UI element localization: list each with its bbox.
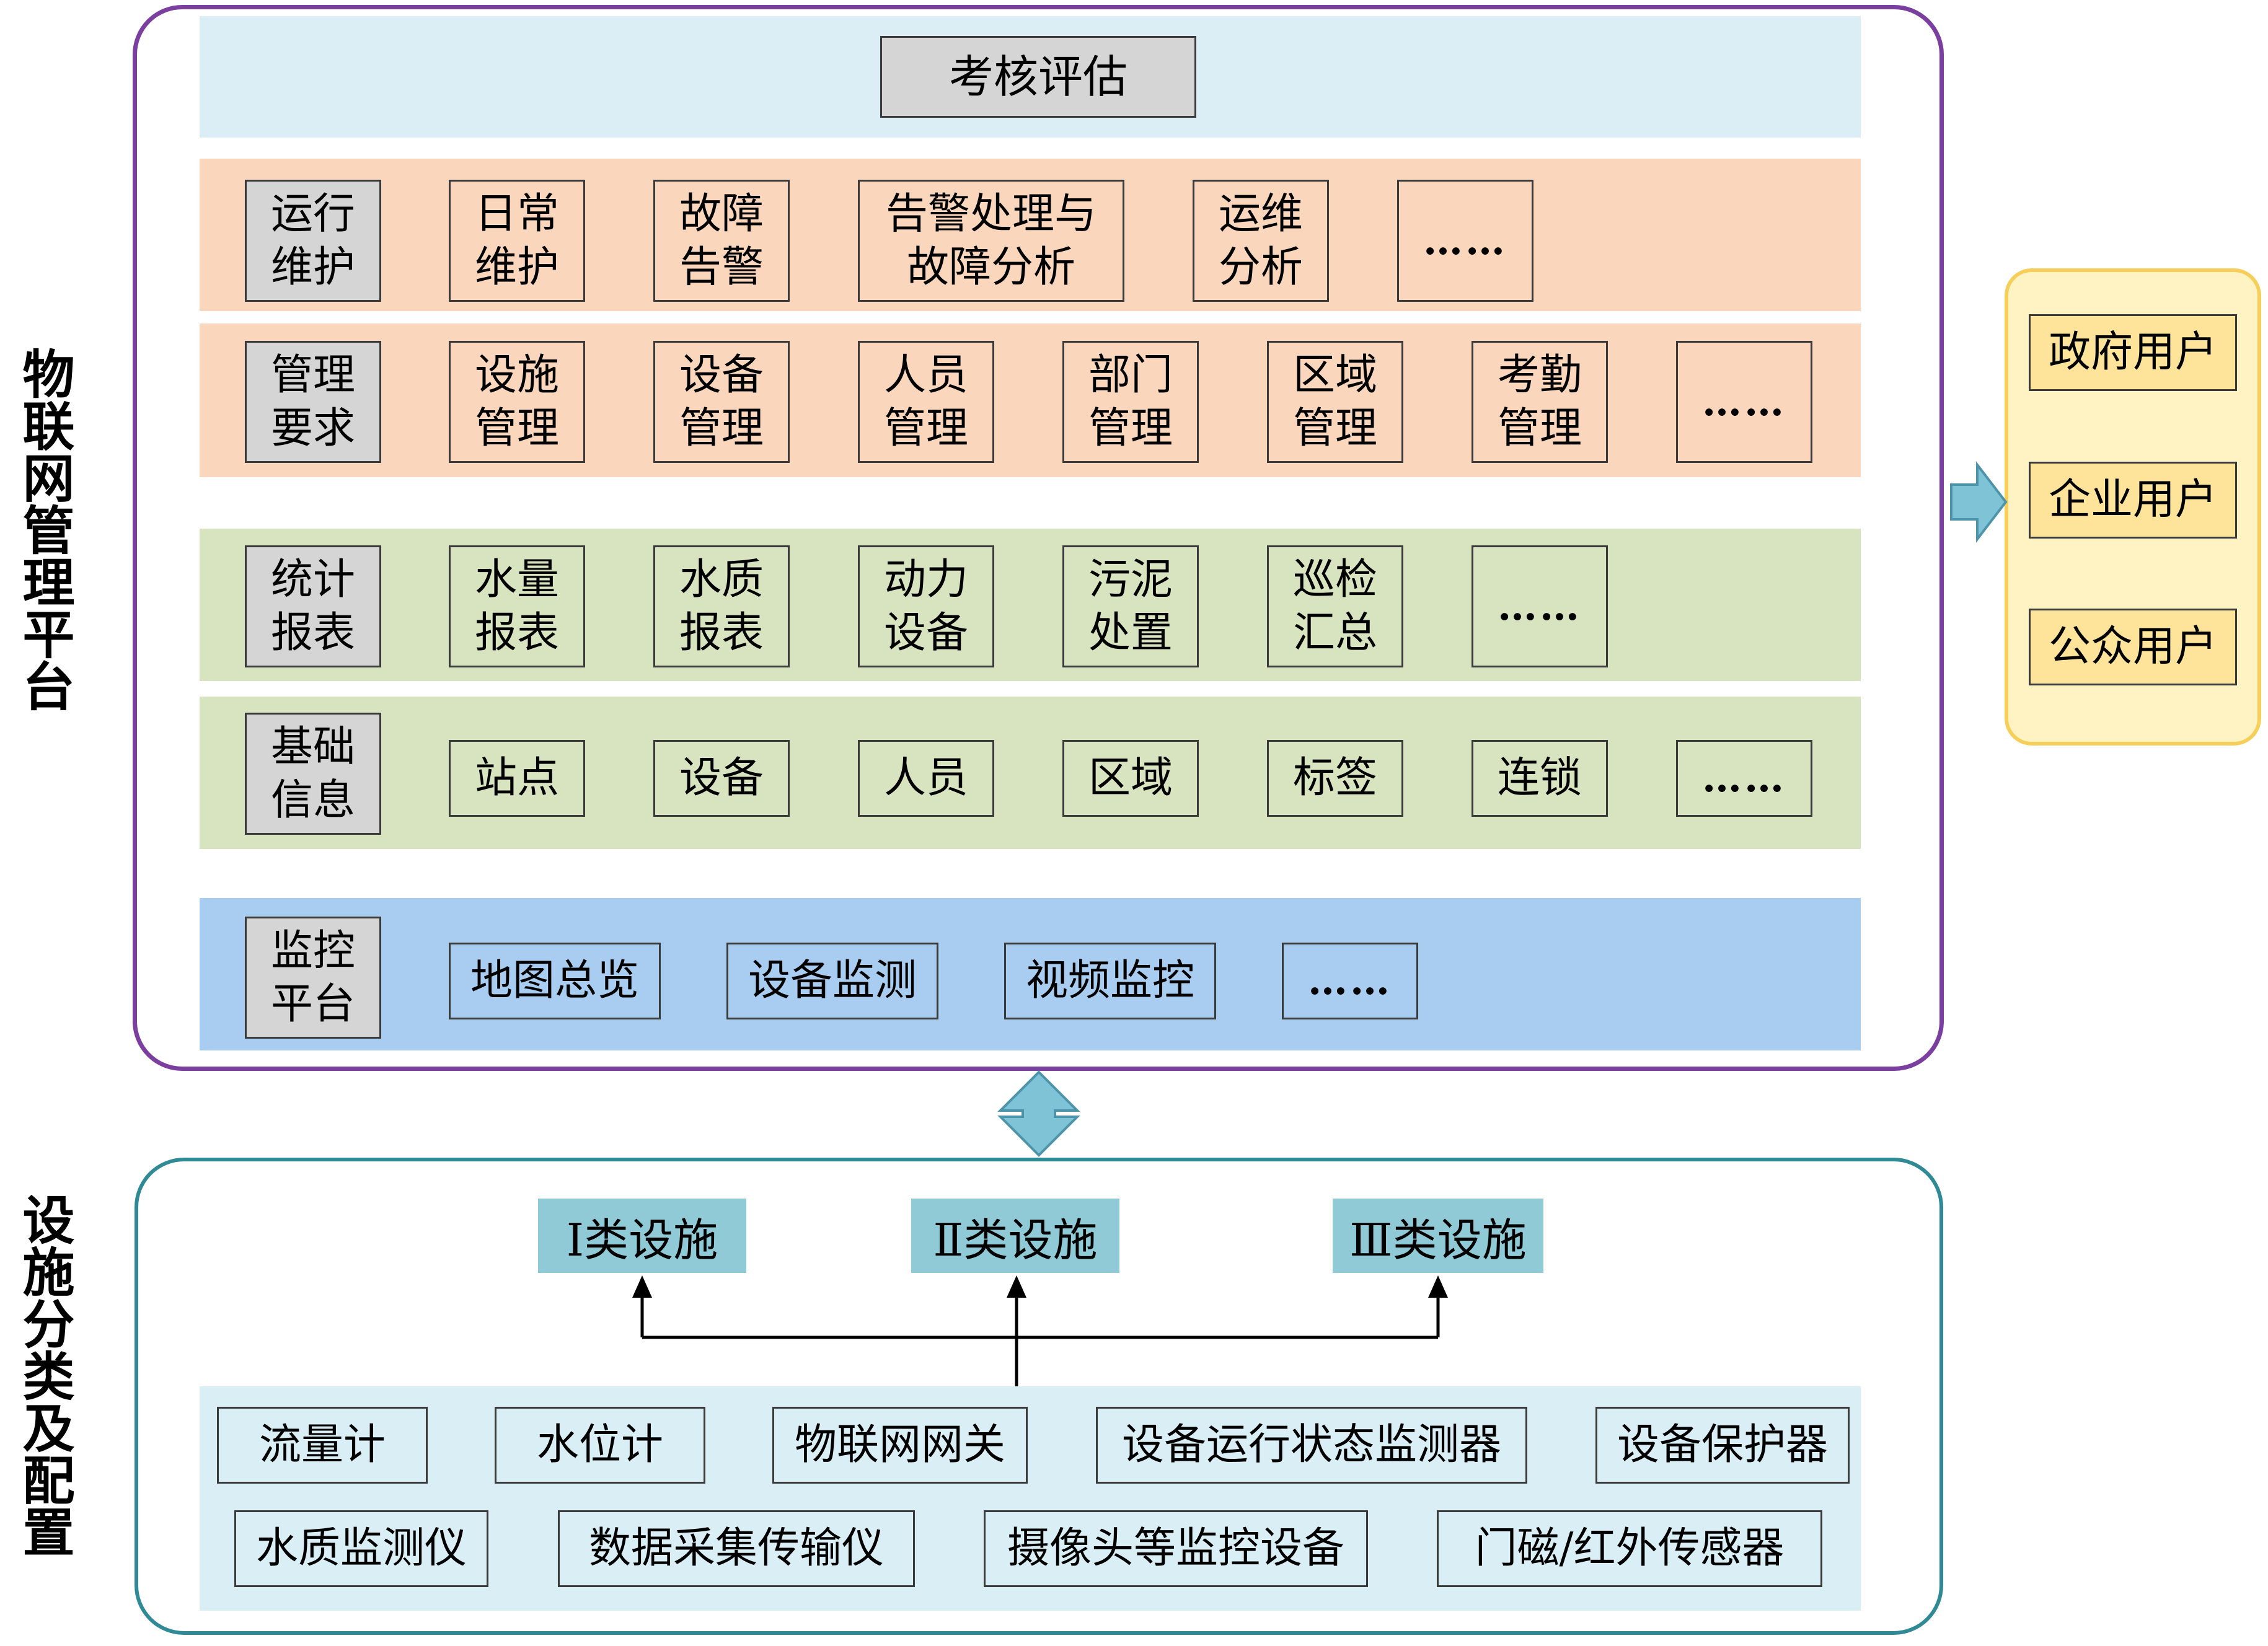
device-water-quality-monitor: 水质监测仪 (234, 1510, 488, 1587)
monitoring-item-more: …… (1282, 943, 1418, 1019)
facility-tree-connector (640, 1295, 1440, 1386)
operation-band (200, 159, 1861, 311)
basic-item-more: …… (1676, 740, 1812, 817)
basic-header: 基础 信息 (245, 713, 381, 835)
right-arrow-icon (1950, 461, 2008, 543)
arrowhead-icons (632, 1275, 1448, 1298)
platform-side-label: 物联网管理平台 (14, 347, 76, 711)
operation-item-daily: 日常 维护 (449, 180, 585, 302)
statistics-item-sludge: 污泥 处置 (1062, 545, 1199, 667)
basic-band (200, 697, 1861, 849)
statistics-item-more: …… (1472, 545, 1608, 667)
double-arrow-icon (997, 1070, 1080, 1157)
device-data-transmitter: 数据采集传输仪 (558, 1510, 915, 1587)
monitoring-header: 监控 平台 (245, 917, 381, 1039)
management-item-facility: 设施 管理 (449, 341, 585, 463)
operation-item-alarm-analysis: 告警处理与 故障分析 (858, 180, 1124, 302)
management-item-department: 部门 管理 (1062, 341, 1199, 463)
facility-class-1: Ⅰ类设施 (538, 1199, 746, 1273)
device-flowmeter: 流量计 (217, 1407, 428, 1484)
operation-item-fault-alarm: 故障 告警 (653, 180, 790, 302)
device-status-monitor: 设备运行状态监测器 (1096, 1407, 1527, 1484)
statistics-header: 统计 报表 (245, 545, 381, 667)
operation-header: 运行 维护 (245, 180, 381, 302)
facilities-side-label: 设施分类及配置 (14, 1193, 76, 1557)
device-iot-gateway: 物联网网关 (772, 1407, 1028, 1484)
monitoring-item-video-monitoring: 视频监控 (1004, 943, 1216, 1019)
management-header: 管理 要求 (245, 341, 381, 463)
device-camera-monitoring: 摄像头等监控设备 (984, 1510, 1368, 1587)
statistics-item-water-quality: 水质 报表 (653, 545, 790, 667)
operation-item-more: …… (1397, 180, 1533, 302)
operation-item-ops-analysis: 运维 分析 (1193, 180, 1329, 302)
management-item-personnel: 人员 管理 (858, 341, 994, 463)
assessment-box: 考核评估 (880, 36, 1196, 118)
facility-class-2: Ⅱ类设施 (911, 1199, 1119, 1273)
management-band (200, 323, 1861, 477)
device-level-meter: 水位计 (495, 1407, 705, 1484)
basic-item-personnel: 人员 (858, 740, 994, 817)
facility-class-3: Ⅲ类设施 (1333, 1199, 1543, 1273)
statistics-item-water-volume: 水量 报表 (449, 545, 585, 667)
basic-item-interlock: 连锁 (1472, 740, 1608, 817)
monitoring-band (200, 898, 1861, 1050)
statistics-item-inspection: 巡检 汇总 (1267, 545, 1403, 667)
management-item-equipment: 设备 管理 (653, 341, 790, 463)
basic-item-equipment: 设备 (653, 740, 790, 817)
basic-item-tag: 标签 (1267, 740, 1403, 817)
basic-item-site: 站点 (449, 740, 585, 817)
management-item-region: 区域 管理 (1267, 341, 1403, 463)
management-item-more: …… (1676, 341, 1812, 463)
statistics-band (200, 529, 1861, 681)
monitoring-item-equipment-monitoring: 设备监测 (726, 943, 938, 1019)
monitoring-item-map-overview: 地图总览 (449, 943, 661, 1019)
management-item-attendance: 考勤 管理 (1472, 341, 1608, 463)
user-government: 政府用户 (2029, 314, 2237, 391)
device-protector: 设备保护器 (1595, 1407, 1850, 1484)
user-public: 公众用户 (2029, 609, 2237, 685)
basic-item-region: 区域 (1062, 740, 1199, 817)
statistics-item-power-equipment: 动力 设备 (858, 545, 994, 667)
device-door-infrared-sensor: 门磁/红外传感器 (1437, 1510, 1822, 1587)
user-enterprise: 企业用户 (2029, 462, 2237, 539)
